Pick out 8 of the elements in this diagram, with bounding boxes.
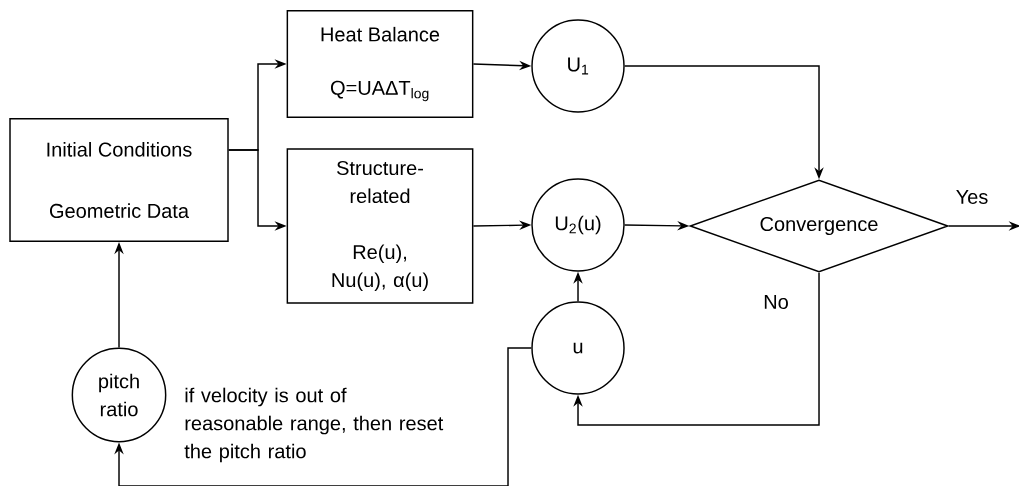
arrow (573, 272, 820, 426)
process-box: Heat Balance Q=UAΔT$_{log}$ (286, 9, 474, 119)
note-text: if velocity is out of reasonable range, then reset the pitch ratio (184, 387, 444, 463)
process-box: Initial Conditions Geometric Data (9, 117, 229, 243)
arrow (114, 347, 532, 486)
process-box: Structure-related Re(u), Nu(u), α(u) (286, 148, 474, 304)
edge-label: Yes (954, 188, 990, 206)
edge-label: No (761, 293, 791, 311)
